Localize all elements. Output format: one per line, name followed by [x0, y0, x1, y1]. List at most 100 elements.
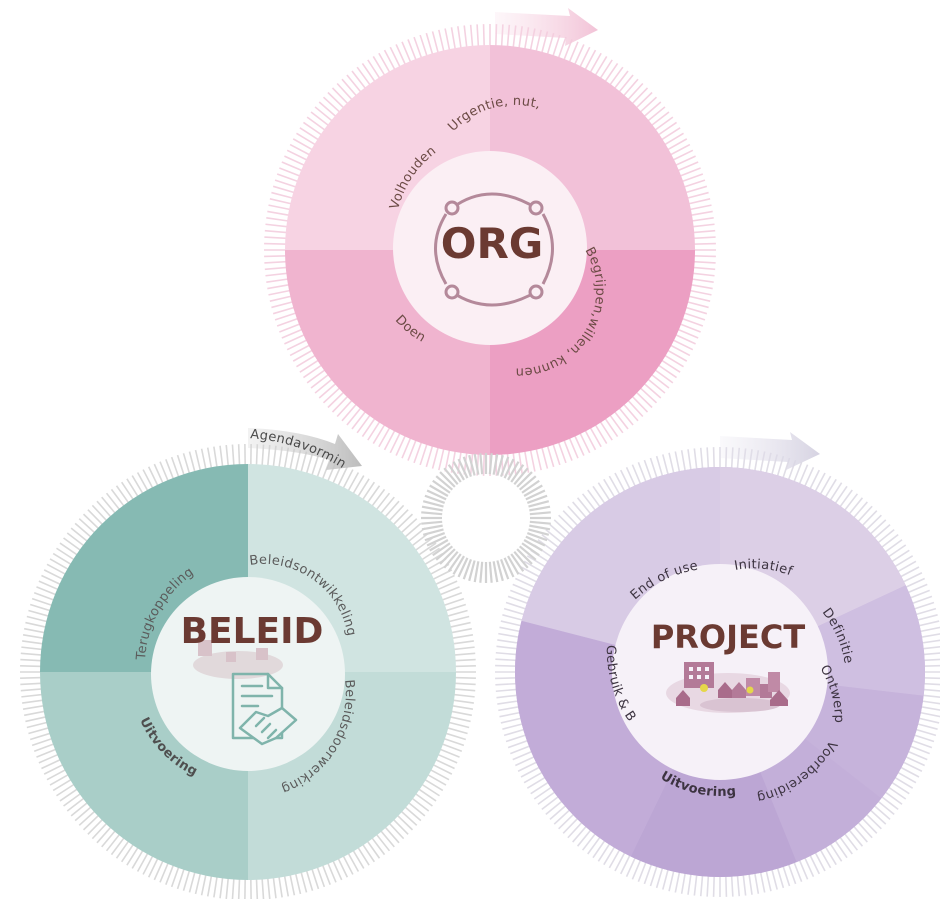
project-tick — [625, 855, 637, 877]
org-tick — [583, 428, 597, 451]
beleid-tick — [159, 860, 170, 883]
beleid-tick — [82, 513, 101, 531]
project-tick — [898, 765, 920, 778]
project-tick — [868, 807, 887, 825]
org-tick — [268, 289, 293, 296]
beleid-tick — [351, 848, 365, 869]
beleid-tick — [450, 699, 474, 704]
beleid-tick — [200, 872, 208, 896]
project-tick — [818, 475, 832, 497]
org-tick — [274, 311, 299, 321]
org-tick — [649, 111, 670, 128]
beleid-tick — [176, 866, 186, 890]
project-tick — [655, 455, 664, 479]
beleid-tick — [370, 835, 386, 856]
beleid-tick — [430, 569, 453, 581]
project-tick — [706, 447, 710, 471]
project-tick — [797, 464, 809, 487]
hub-tick — [452, 461, 465, 481]
project-tick — [587, 834, 602, 855]
beleid-tick — [126, 478, 140, 499]
hub-tick — [429, 539, 449, 552]
hub-tick — [523, 484, 543, 497]
beleid-tick — [346, 850, 360, 872]
hub-tick — [447, 553, 462, 572]
org-tick — [686, 198, 711, 206]
beleid-tick — [170, 456, 181, 480]
project-tick — [608, 847, 622, 869]
beleid-tick — [188, 869, 197, 893]
org-tick — [271, 191, 295, 200]
project-tick — [911, 733, 935, 743]
project-tick — [592, 838, 607, 859]
beleid-tick — [219, 445, 224, 469]
beleid-tick — [43, 763, 66, 775]
beleid-tick — [194, 449, 202, 473]
beleid-tick — [225, 444, 230, 469]
beleid-tick — [321, 862, 331, 885]
project-tick — [553, 807, 572, 825]
project-tick — [921, 658, 940, 662]
beleid-tick — [326, 860, 337, 883]
project-tick — [502, 722, 525, 730]
beleid-tick — [422, 777, 444, 792]
org-tick — [292, 138, 315, 152]
org-tick — [617, 405, 634, 426]
org-tick — [583, 49, 597, 72]
hub-tick — [435, 545, 454, 561]
project-tick — [787, 861, 797, 885]
beleid-tick — [26, 721, 50, 729]
org-tick — [670, 338, 694, 351]
project-tick — [792, 462, 803, 485]
org-tick — [649, 372, 670, 389]
beleid-tick — [87, 509, 105, 527]
hub-tick — [510, 553, 525, 572]
org-tick — [593, 422, 608, 444]
beleid-tick — [294, 871, 302, 895]
org-tick — [264, 260, 289, 264]
project-tick — [909, 739, 933, 749]
org-tick — [281, 327, 305, 339]
org-tick — [689, 217, 714, 223]
beleid-tick — [206, 873, 213, 897]
org-tick — [634, 91, 653, 110]
org-tick — [683, 185, 708, 194]
project-tick — [533, 785, 554, 800]
beleid-tick — [20, 652, 44, 657]
org-tick — [444, 447, 451, 472]
hub-tick — [457, 557, 469, 578]
beleid-tick — [170, 864, 181, 888]
org-tick — [617, 74, 634, 95]
beleid-tick — [24, 627, 47, 634]
beleid-tick — [315, 864, 326, 888]
beleid-tick — [450, 640, 474, 645]
project-tick — [842, 831, 859, 851]
project-tick — [587, 489, 602, 510]
hub-tick — [439, 471, 456, 488]
project-tick — [512, 583, 535, 595]
project-tick — [572, 824, 589, 843]
beleid-tick — [43, 569, 66, 581]
org-tick — [269, 294, 294, 302]
project-tick — [567, 505, 585, 524]
org-tick — [685, 191, 709, 200]
hub-tick — [479, 561, 484, 583]
beleid-tick — [374, 492, 391, 512]
beleid-tick — [266, 875, 271, 899]
project-tick — [875, 799, 895, 816]
project-tick — [503, 607, 527, 616]
beleid-tick — [136, 850, 150, 872]
project-tick — [597, 482, 612, 503]
hub-tick — [422, 528, 444, 536]
org-tick — [573, 44, 585, 67]
beleid-tick-ring — [20, 444, 476, 899]
beleid-tick — [36, 747, 59, 758]
beleid-tick — [446, 721, 470, 729]
beleid-tick — [82, 813, 101, 831]
org-tick — [557, 36, 567, 61]
org-tick — [318, 101, 338, 119]
org-tick — [645, 106, 666, 123]
project-tick — [909, 595, 933, 605]
beleid-tick — [31, 597, 55, 607]
